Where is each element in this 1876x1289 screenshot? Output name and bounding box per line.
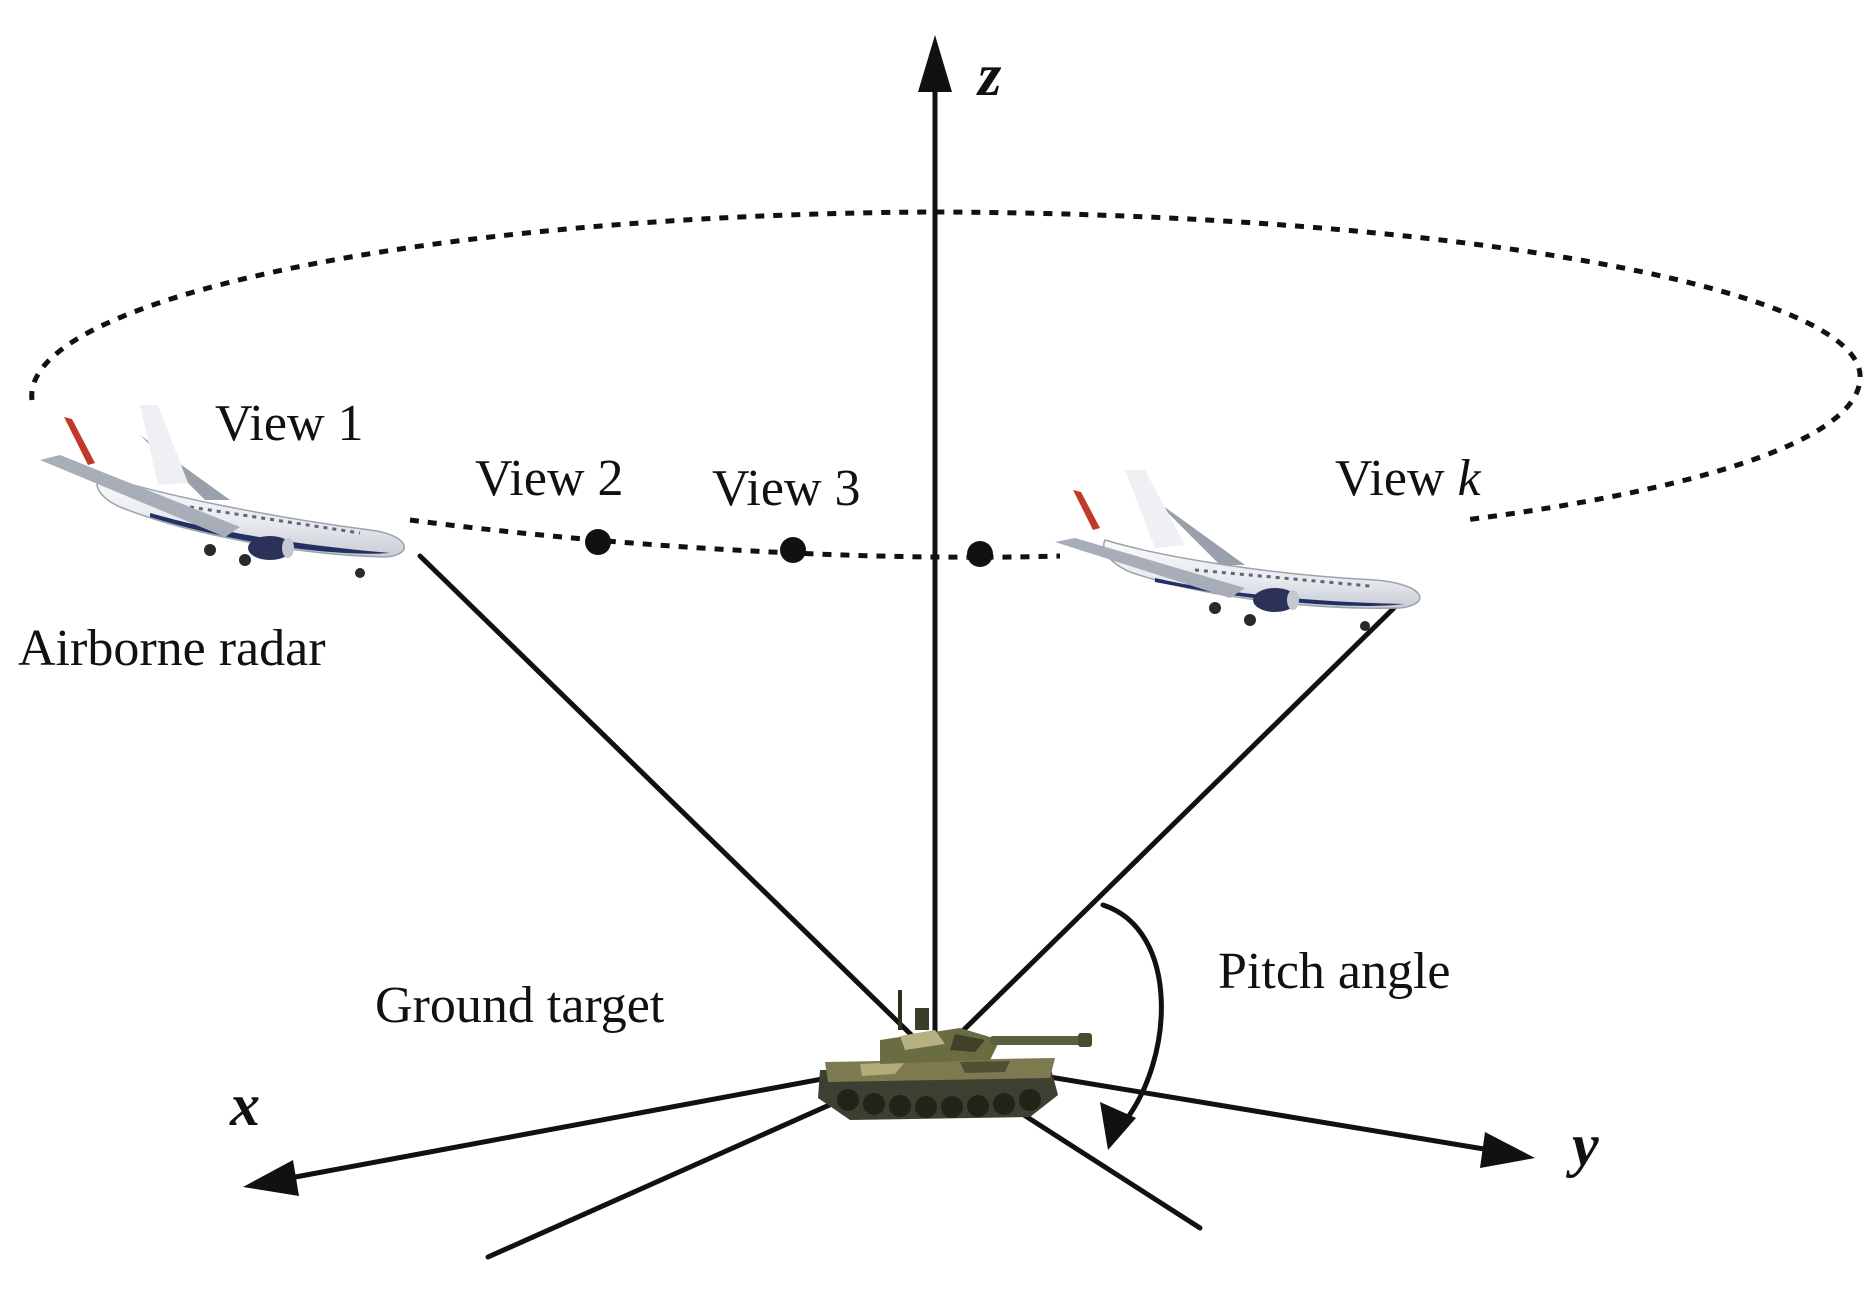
airliner-icon bbox=[40, 405, 405, 578]
orbit-front-segment bbox=[409, 517, 1061, 560]
x-axis-arrowhead bbox=[243, 1160, 299, 1196]
y-axis-label: y bbox=[1566, 1112, 1599, 1178]
line-of-sight-view-1 bbox=[417, 553, 938, 1061]
z-axis-arrowhead bbox=[918, 35, 952, 92]
x-axis-label: x bbox=[229, 1072, 260, 1138]
line-of-sight-view-k bbox=[932, 601, 1401, 1061]
view-2-label: View 2 bbox=[475, 450, 624, 507]
view-positions bbox=[585, 529, 993, 567]
view-k-prefix: View bbox=[1335, 450, 1458, 507]
orbit-path bbox=[29, 209, 1863, 560]
view-3-label: View 3 bbox=[712, 460, 861, 517]
airborne-radar-label: Airborne radar bbox=[18, 620, 326, 677]
view-2-dot bbox=[585, 529, 611, 555]
z-axis-label: z bbox=[976, 42, 1002, 108]
pitch-angle-arrowhead bbox=[1100, 1102, 1136, 1150]
y-axis-arrowhead bbox=[1480, 1132, 1535, 1168]
orbit-back-arc bbox=[29, 209, 1863, 523]
airliner-icon bbox=[1055, 470, 1421, 631]
view-1-label: View 1 bbox=[215, 395, 364, 452]
tank-icon bbox=[818, 990, 1092, 1120]
view-k-label: View k bbox=[1335, 450, 1482, 507]
intermediate-view-dot bbox=[967, 541, 993, 567]
view-k-index: k bbox=[1458, 450, 1482, 507]
pitch-angle-arc bbox=[1100, 902, 1164, 1128]
view-3-dot bbox=[780, 537, 806, 563]
pitch-angle-label: Pitch angle bbox=[1218, 943, 1451, 1000]
pitch-angle-arrow bbox=[1100, 902, 1164, 1150]
ground-target-label: Ground target bbox=[375, 977, 665, 1034]
